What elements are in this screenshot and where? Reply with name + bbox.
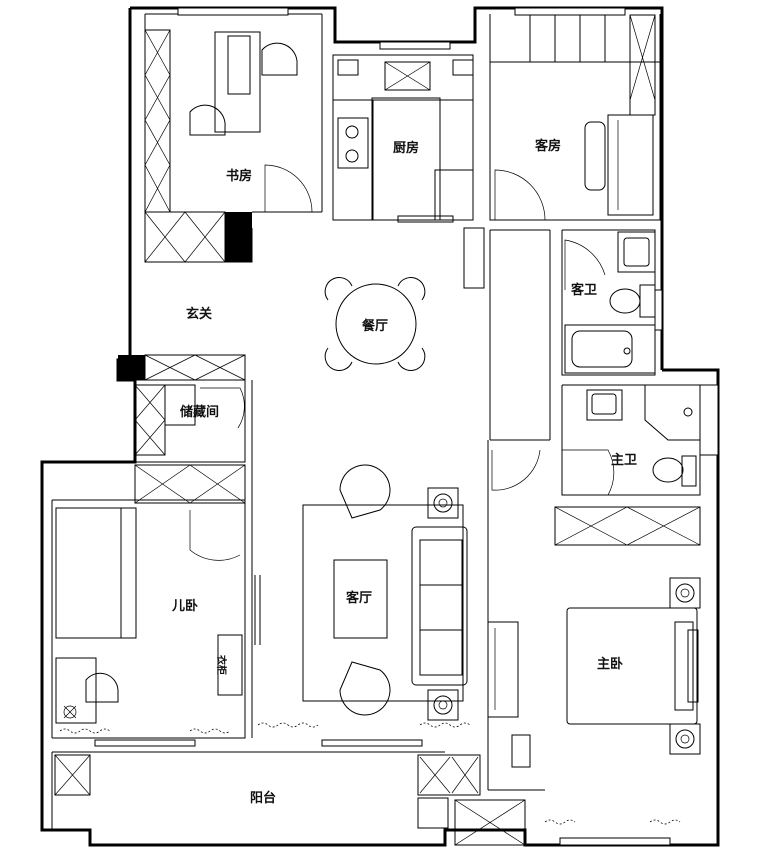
storage-room: 储藏间 [134,384,245,456]
label-dining: 餐厅 [361,318,388,334]
label-balcony: 阳台 [250,790,276,806]
master-bath: 主卫 [491,385,700,496]
kids-room: 衣柜 儿卧 [55,464,246,734]
label-kids-room: 儿卧 [171,599,198,614]
interior-walls [51,13,701,830]
master-bedroom: 主卧 [487,506,701,825]
kitchen-room: 厨房 [332,54,474,223]
label-master-bedroom: 主卧 [597,656,623,672]
label-guest-bath: 客卫 [571,282,597,298]
guest-bath: 客卫 [564,231,656,374]
structural-columns [118,212,252,380]
label-entrance: 玄关 [186,306,212,322]
label-kitchen: 厨房 [393,140,419,156]
outer-walls [40,6,720,847]
label-wardrobe: 衣柜 [215,655,228,675]
label-storage: 储藏间 [179,404,219,420]
entrance-dining: 玄关 餐厅 [144,277,426,381]
label-master-bath: 主卫 [611,452,637,468]
guest-room: 客房 [490,14,660,221]
balcony: 阳台 [54,754,526,846]
windows [94,7,719,846]
living-room: 客厅 [254,464,471,728]
label-living: 客厅 [346,590,372,606]
label-guest-room: 客房 [535,138,561,154]
study-room: 书房 [144,29,313,263]
label-study: 书房 [226,168,252,184]
